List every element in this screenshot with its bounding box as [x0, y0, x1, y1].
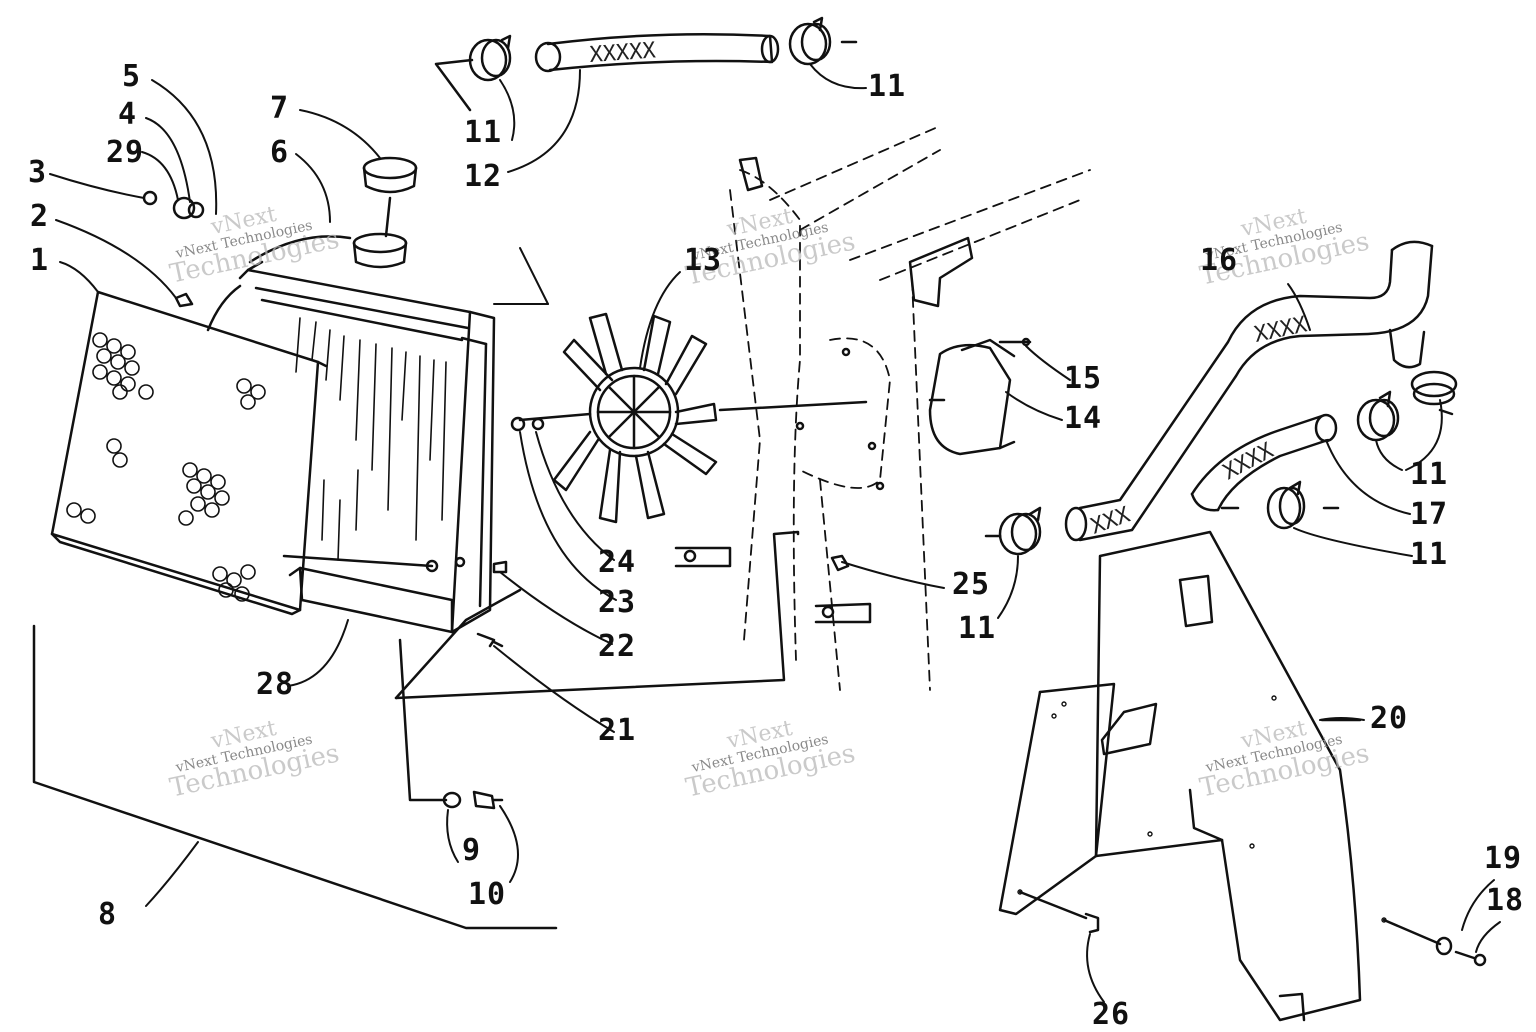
callout-12: 12 — [464, 159, 503, 194]
radiator-grille — [50, 290, 328, 616]
fan-shroud — [998, 530, 1387, 1022]
hose-clamp-top-right — [1410, 370, 1458, 416]
hose-clamp-lower — [1220, 480, 1340, 530]
callout-19: 19 — [1484, 841, 1523, 876]
fastener-group-top — [142, 190, 205, 308]
callout-23: 23 — [598, 585, 637, 620]
hose-mark-upper: XXXXX — [589, 38, 658, 68]
frame-brackets — [674, 156, 974, 624]
callout-20: 20 — [1370, 701, 1409, 736]
callout-18: 18 — [1486, 883, 1525, 918]
callout-24: 24 — [598, 545, 637, 580]
hose-clamp-upper-right — [788, 16, 858, 66]
callout-8: 8 — [98, 897, 118, 932]
callout-7: 7 — [270, 91, 290, 126]
callout-1: 1 — [30, 243, 50, 278]
callout-2: 2 — [30, 199, 50, 234]
radiator-core — [206, 232, 496, 634]
callout-4: 4 — [118, 97, 138, 132]
grille-holes — [66, 332, 266, 602]
callout-13: 13 — [684, 243, 723, 278]
callout-17: 17 — [1410, 497, 1449, 532]
callout-26: 26 — [1092, 997, 1131, 1032]
callout-15: 15 — [1064, 361, 1103, 396]
water-pump-housing — [928, 337, 1032, 456]
hose-clamp-mid-left — [984, 506, 1042, 556]
callout-10: 10 — [468, 877, 507, 912]
callout-11a: 11 — [464, 115, 503, 150]
callout-16: 16 — [1200, 243, 1239, 278]
hose-mark-lower: XXXX — [1219, 438, 1278, 485]
hose-mark-bottom: XXX — [1088, 502, 1135, 539]
callout-11b: 11 — [868, 69, 907, 104]
hose-marks: XXXXX XXXX XXXX XXX — [589, 38, 1310, 539]
callout-11e: 11 — [958, 611, 997, 646]
radiator-cap — [362, 156, 418, 238]
hose-clamp-mid-right — [1356, 390, 1400, 442]
callout-14: 14 — [1064, 401, 1103, 436]
cooling-fan — [510, 312, 868, 524]
callout-11c: 11 — [1410, 457, 1449, 492]
leader-11-upper — [434, 58, 474, 112]
callout-25: 25 — [952, 567, 991, 602]
callout-22: 22 — [598, 629, 637, 664]
callout-5: 5 — [122, 59, 142, 94]
hose-mark-long: XXXX — [1252, 312, 1310, 348]
callout-3: 3 — [28, 155, 48, 190]
callout-29: 29 — [106, 135, 145, 170]
callout-leaders — [49, 63, 1501, 1003]
hose-clamp-upper-left — [468, 34, 512, 82]
callout-21: 21 — [598, 713, 637, 748]
long-hose — [1064, 240, 1434, 542]
frame-outline — [729, 125, 1091, 691]
hardware-bolts — [282, 530, 1487, 967]
callout-6: 6 — [270, 135, 290, 170]
drain-plug — [398, 638, 504, 810]
part-8-bracket — [32, 624, 558, 930]
upper-hose — [534, 32, 780, 73]
callout-28: 28 — [256, 667, 295, 702]
callout-11d: 11 — [1410, 537, 1449, 572]
callout-9: 9 — [462, 833, 482, 868]
